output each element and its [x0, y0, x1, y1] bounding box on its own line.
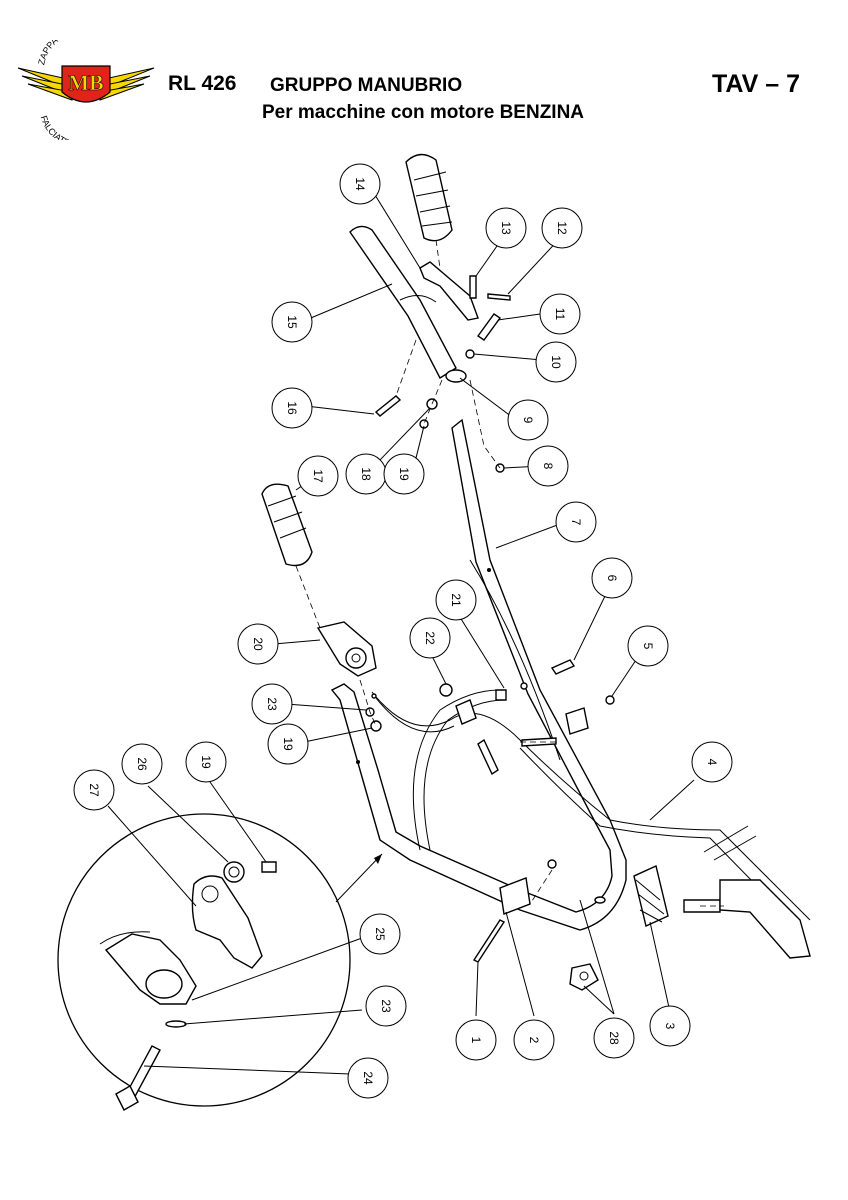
- model-code: RL 426: [168, 72, 237, 95]
- callout-4: 4: [691, 741, 733, 783]
- callout-20: 20: [237, 623, 279, 665]
- callout-23: 23: [365, 985, 407, 1027]
- mb-logo: MB ZAPPATRICI FALCIATRICI: [17, 40, 155, 140]
- callout-21: 21: [435, 579, 477, 621]
- leader-lines: [107, 189, 695, 1075]
- callout-number: 21: [449, 593, 463, 607]
- callout-17: 17: [297, 455, 339, 497]
- callout-number: 23: [379, 999, 393, 1013]
- callout-number: 27: [87, 783, 101, 797]
- callout-number: 23: [265, 697, 279, 711]
- callout-28: 28: [593, 1017, 635, 1059]
- callout-2: 2: [513, 1019, 555, 1061]
- handlebar-frame: [330, 418, 627, 931]
- callout-number: 24: [361, 1071, 375, 1085]
- callout-number: 22: [423, 631, 437, 645]
- plate-number: TAV – 7: [712, 70, 800, 98]
- callout-number: 19: [397, 467, 411, 481]
- callout-number: 28: [607, 1031, 621, 1045]
- callout-number: 3: [663, 1023, 677, 1030]
- logo-wings: [17, 67, 155, 101]
- callout-number: 19: [199, 755, 213, 769]
- assembly-lines: [295, 239, 724, 907]
- callout-5: 5: [627, 625, 669, 667]
- callout-number: 19: [281, 737, 295, 751]
- callout-number: 4: [705, 759, 719, 766]
- grip-upper: [405, 153, 453, 242]
- callout-number: 12: [555, 221, 569, 235]
- callout-number: 20: [251, 637, 265, 651]
- callout-23: 23: [251, 683, 293, 725]
- mounting-bracket: [633, 825, 811, 959]
- detail-view: [57, 813, 383, 1111]
- callout-7: 7: [555, 501, 597, 543]
- callout-16: 16: [271, 387, 313, 429]
- throttle-lever: [316, 621, 377, 677]
- callout-number: 13: [499, 221, 513, 235]
- callout-18: 18: [345, 453, 387, 495]
- callout-3: 3: [649, 1005, 691, 1047]
- callout-number: 11: [553, 308, 567, 321]
- callout-number: 25: [373, 927, 387, 941]
- callout-13: 13: [485, 207, 527, 249]
- callout-number: 14: [353, 177, 367, 191]
- callout-1: 1: [455, 1019, 497, 1061]
- callout-number: 9: [521, 417, 535, 424]
- logo-badge: [61, 65, 111, 103]
- callout-number: 5: [641, 643, 655, 650]
- callout-10: 10: [535, 341, 577, 383]
- callout-19: 19: [383, 453, 425, 495]
- hardware: [365, 275, 615, 991]
- callout-number: 8: [541, 463, 555, 470]
- inner-brace: [412, 689, 501, 851]
- callout-19: 19: [185, 741, 227, 783]
- upper-handlebar: [349, 225, 479, 379]
- callout-number: 10: [549, 355, 563, 369]
- callout-24: 24: [347, 1057, 389, 1099]
- callout-27: 27: [73, 769, 115, 811]
- callout-number: 26: [135, 757, 149, 771]
- callout-14: 14: [339, 163, 381, 205]
- group-title: GRUPPO MANUBRIO: [270, 75, 463, 96]
- callout-number: 6: [605, 575, 619, 582]
- callout-8: 8: [527, 445, 569, 487]
- callout-6: 6: [591, 557, 633, 599]
- callout-number: 18: [359, 467, 373, 481]
- callout-number: 1: [469, 1037, 483, 1044]
- callout-19: 19: [267, 723, 309, 765]
- callout-11: 11: [539, 293, 581, 335]
- callout-22: 22: [409, 617, 451, 659]
- callout-15: 15: [271, 301, 313, 343]
- callout-26: 26: [121, 743, 163, 785]
- callout-number: 16: [285, 401, 299, 415]
- callout-number: 7: [569, 519, 583, 526]
- group-subtitle: Per macchine con motore BENZINA: [262, 102, 585, 123]
- callout-9: 9: [507, 399, 549, 441]
- logo-monogram: MB: [68, 70, 104, 95]
- callout-25: 25: [359, 913, 401, 955]
- grip-lower: [261, 483, 313, 567]
- callout-number: 2: [527, 1037, 541, 1044]
- callout-12: 12: [541, 207, 583, 249]
- callout-number: 17: [311, 469, 325, 483]
- callout-number: 15: [285, 315, 299, 329]
